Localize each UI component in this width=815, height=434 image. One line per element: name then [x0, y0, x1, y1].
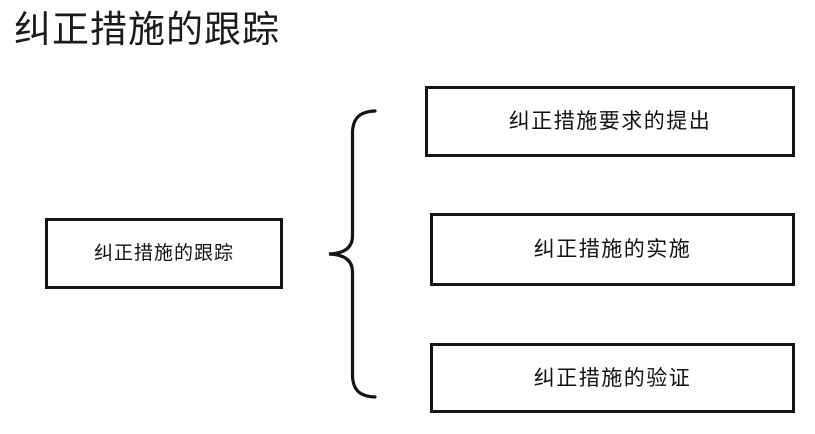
branch-node-label-1: 纠正措施的实施 [533, 237, 692, 261]
curly-brace-icon [328, 109, 377, 399]
branch-node-label-0: 纠正措施要求的提出 [508, 109, 712, 133]
source-node-box[interactable]: 纠正措施的跟踪 [45, 218, 283, 289]
branch-node-box-1[interactable]: 纠正措施的实施 [430, 213, 795, 286]
branch-node-box-2[interactable]: 纠正措施的验证 [430, 343, 795, 413]
page-title: 纠正措施的跟踪 [14, 10, 280, 51]
source-node-label: 纠正措施的跟踪 [93, 243, 234, 264]
branch-node-label-2: 纠正措施的验证 [533, 365, 692, 390]
branch-node-box-0[interactable]: 纠正措施要求的提出 [425, 86, 795, 157]
